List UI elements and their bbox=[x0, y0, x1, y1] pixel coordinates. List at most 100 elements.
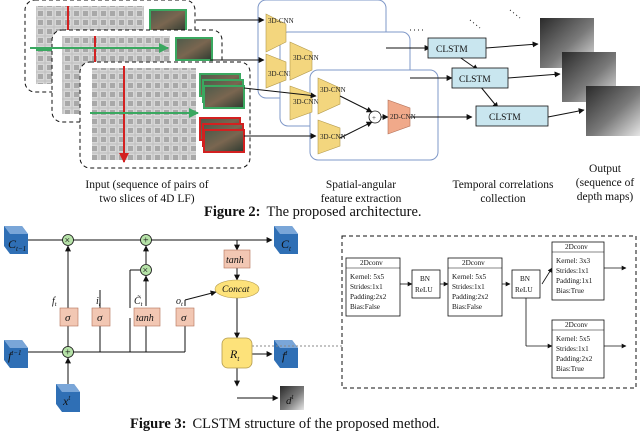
gate-sigma-2: σ bbox=[97, 312, 103, 324]
gate-i-base: i bbox=[96, 296, 99, 307]
input-caption-line2: two slices of 4D LF) bbox=[99, 193, 194, 205]
spatial-caption-line1: Spatial-angular bbox=[326, 179, 396, 191]
cnn-label-4: 3D-CNN bbox=[293, 98, 319, 106]
c-t-base: C bbox=[281, 237, 290, 251]
gate-labels: ft it C̃t ot bbox=[52, 294, 183, 308]
conv1-line4: Bias:False bbox=[350, 303, 380, 311]
output-caption-line1: Output bbox=[589, 163, 622, 175]
x-t-label: xt bbox=[62, 394, 71, 408]
cnn-label-1: 3D-CNN bbox=[268, 17, 294, 25]
fig2-captions: Input (sequence of pairs of two slices o… bbox=[85, 163, 634, 220]
f-prev-base: f bbox=[8, 349, 13, 363]
gate-o-base: o bbox=[176, 296, 181, 307]
bn1-line2: ReLU bbox=[415, 286, 433, 294]
op-times-1: × bbox=[65, 236, 71, 247]
temporal-caption-line1: Temporal correlations bbox=[452, 179, 554, 191]
conv4-line3: Padding:2x2 bbox=[556, 355, 593, 363]
conv-detail-panel: 2Dconv Kernel: 5x5 Strides:1x1 Padding:2… bbox=[341, 235, 637, 389]
input-slices bbox=[24, 0, 251, 169]
conv3-line1: Kernel: 3x3 bbox=[556, 257, 591, 265]
output-caption-line2: (sequence of bbox=[576, 177, 635, 189]
conv3-line4: Bias:True bbox=[556, 287, 584, 295]
f-prev-sup: t−1 bbox=[11, 349, 21, 357]
f-t-sup: t bbox=[285, 349, 288, 357]
conv2-line2: Strides:1x1 bbox=[452, 283, 485, 291]
cnn-label-6: 3D-CNN bbox=[320, 133, 346, 141]
gate-tanh-2: tanh bbox=[226, 255, 244, 266]
r-t-sub: t bbox=[237, 355, 240, 363]
gate-f-label: ft bbox=[52, 296, 57, 308]
conv2-line3: Padding:2x2 bbox=[452, 293, 489, 301]
lstm-gates: σ σ tanh σ tanh Concat Rt dt bbox=[59, 249, 304, 410]
f-prev-label: ft−1 bbox=[8, 349, 22, 363]
gate-c-label: C̃t bbox=[134, 294, 143, 308]
concat-label: Concat bbox=[222, 285, 250, 295]
gate-i-label: it bbox=[96, 296, 101, 308]
gate-o-label: ot bbox=[176, 296, 183, 308]
spatial-caption-line2: feature extraction bbox=[321, 193, 402, 205]
gate-c-sub: t bbox=[141, 301, 143, 308]
conv4-line4: Bias:True bbox=[556, 365, 584, 373]
fig2-caption-label: Figure 2: bbox=[204, 204, 261, 220]
conv4-line2: Strides:1x1 bbox=[556, 345, 589, 353]
r-t-base: R bbox=[229, 347, 238, 361]
c-t-sub: t bbox=[289, 245, 292, 253]
gate-f-sub: t bbox=[55, 301, 57, 308]
conv4-line1: Kernel: 5x5 bbox=[556, 335, 591, 343]
conv4-title: 2Dconv bbox=[565, 321, 588, 329]
d-t-label: dt bbox=[286, 393, 295, 407]
c-t-label: Ct bbox=[281, 237, 292, 253]
clstm-label-3: CLSTM bbox=[489, 113, 521, 123]
c-prev-label: Ct−1 bbox=[8, 237, 26, 253]
fig2-caption-text: The proposed architecture. bbox=[267, 204, 422, 220]
f-t-base: f bbox=[282, 349, 287, 363]
conv3-line3: Padding:1x1 bbox=[556, 277, 593, 285]
gate-f-base: f bbox=[52, 296, 56, 307]
d-t-sup: t bbox=[292, 393, 295, 401]
conv1-line1: Kernel: 5x5 bbox=[350, 273, 385, 281]
op-plus-2: + bbox=[65, 348, 71, 359]
op-times-2: × bbox=[143, 266, 149, 277]
r-t-label: Rt bbox=[229, 347, 240, 363]
c-prev-sub: t−1 bbox=[16, 245, 26, 253]
lstm-io-cells bbox=[4, 226, 298, 412]
gate-sigma-3: σ bbox=[181, 312, 187, 324]
bn2-line2: ReLU bbox=[515, 286, 533, 294]
cnn-label-2: 3D-CNN bbox=[268, 70, 294, 78]
output-caption-line3: depth maps) bbox=[577, 191, 634, 203]
fig3-caption-label: Figure 3: bbox=[130, 416, 187, 431]
conv1-line2: Strides:1x1 bbox=[350, 283, 383, 291]
gate-i-sub: t bbox=[99, 301, 101, 308]
sum-node: + bbox=[372, 114, 376, 122]
cnn-label-3: 3D-CNN bbox=[293, 54, 319, 62]
x-t-base: x bbox=[62, 394, 69, 408]
conv2-line1: Kernel: 5x5 bbox=[452, 273, 487, 281]
conv1-line3: Padding:2x2 bbox=[350, 293, 387, 301]
gate-c-base: C̃ bbox=[134, 294, 141, 307]
conv3-title: 2Dconv bbox=[565, 243, 588, 251]
fig3-caption: Figure 3: CLSTM structure of the proposed… bbox=[130, 416, 440, 431]
temporal-caption-line2: collection bbox=[480, 193, 526, 205]
clstm-label-2: CLSTM bbox=[459, 75, 491, 85]
cnn-label-5: 3D-CNN bbox=[320, 86, 346, 94]
clstm-blocks: CLSTM CLSTM CLSTM bbox=[427, 37, 549, 127]
fig3-caption-text: CLSTM structure of the proposed method. bbox=[193, 416, 440, 431]
d-t-base: d bbox=[286, 395, 292, 407]
input-caption-line1: Input (sequence of pairs of bbox=[85, 179, 208, 191]
bn1-line1: BN bbox=[420, 275, 431, 283]
fig2-caption: Figure 2: The proposed architecture. bbox=[204, 204, 422, 220]
gate-sigma-1: σ bbox=[65, 312, 71, 324]
f-t-label: ft bbox=[282, 349, 288, 363]
op-plus-1: + bbox=[143, 236, 149, 247]
x-t-sup: t bbox=[68, 394, 71, 402]
conv2-title: 2Dconv bbox=[462, 259, 485, 267]
c-prev-base: C bbox=[8, 237, 17, 251]
lstm-io-labels: Ct−1 Ct ft−1 ft xt bbox=[8, 237, 292, 408]
gate-tanh-1: tanh bbox=[136, 313, 154, 324]
output-depth-maps bbox=[540, 18, 640, 136]
gate-o-sub: t bbox=[181, 301, 183, 308]
lstm-op-nodes: × + × + bbox=[62, 234, 152, 359]
clstm-label-1: CLSTM bbox=[436, 45, 468, 55]
conv3-line2: Strides:1x1 bbox=[556, 267, 589, 275]
